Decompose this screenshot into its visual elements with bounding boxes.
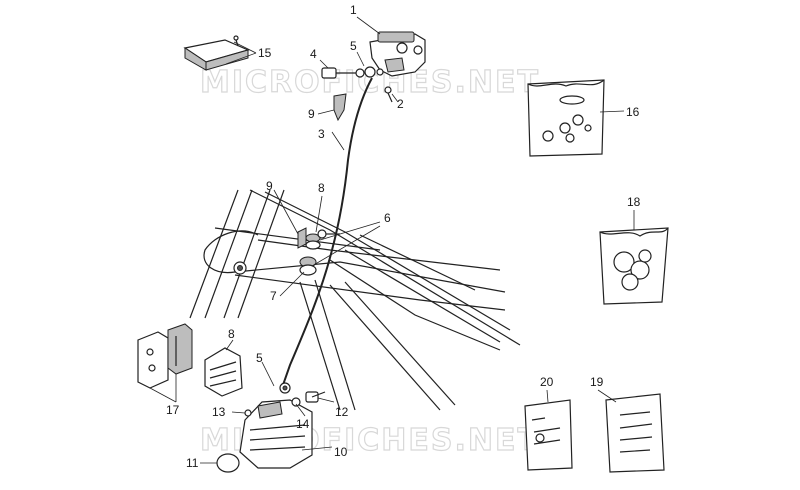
callout-15: 15 <box>258 46 272 60</box>
callout-9-top: 9 <box>308 107 315 121</box>
callout-3: 3 <box>318 127 325 141</box>
kit-bag-20 <box>524 399 573 471</box>
brake-pads <box>137 323 193 389</box>
cap-11 <box>216 453 240 473</box>
hose-grommets <box>297 227 340 276</box>
callout-10: 10 <box>334 445 348 459</box>
callout-19: 19 <box>590 375 604 389</box>
banjo-bolt-top <box>321 66 384 79</box>
callout-20: 20 <box>540 375 554 389</box>
callout-5-bottom: 5 <box>256 351 263 365</box>
callout-2: 2 <box>397 97 404 111</box>
reservoir-cover <box>183 35 250 71</box>
callout-8-pads: 8 <box>228 327 235 341</box>
pad-spring <box>204 347 243 397</box>
kit-bag-16 <box>527 79 605 157</box>
callout-16: 16 <box>626 105 640 119</box>
master-cylinder <box>369 31 426 77</box>
caliper-bolt <box>291 391 326 407</box>
callout-17: 17 <box>166 403 180 417</box>
kit-bag-18 <box>599 227 669 305</box>
callout-7: 7 <box>270 289 277 303</box>
kit-bag-19 <box>605 393 665 473</box>
callout-12: 12 <box>335 405 349 419</box>
callout-6: 6 <box>384 211 391 225</box>
callout-4: 4 <box>310 47 317 61</box>
brake-caliper <box>239 382 313 469</box>
callout-1: 1 <box>350 3 357 17</box>
callout-18: 18 <box>627 195 641 209</box>
callout-8-frame: 8 <box>318 181 325 195</box>
brake-hose <box>282 77 373 386</box>
callout-13: 13 <box>212 405 226 419</box>
clip-9-top <box>333 93 347 122</box>
leader-lines <box>149 16 635 464</box>
washer-13 <box>244 409 252 417</box>
callout-11: 11 <box>186 456 199 470</box>
screw-2 <box>384 86 393 103</box>
callout-14: 14 <box>296 417 310 431</box>
callout-5-top: 5 <box>350 39 357 53</box>
callout-9-frame: 9 <box>266 179 273 193</box>
callouts: 1 2 3 4 5 5 6 7 8 8 9 9 10 11 12 13 14 1… <box>166 3 641 470</box>
